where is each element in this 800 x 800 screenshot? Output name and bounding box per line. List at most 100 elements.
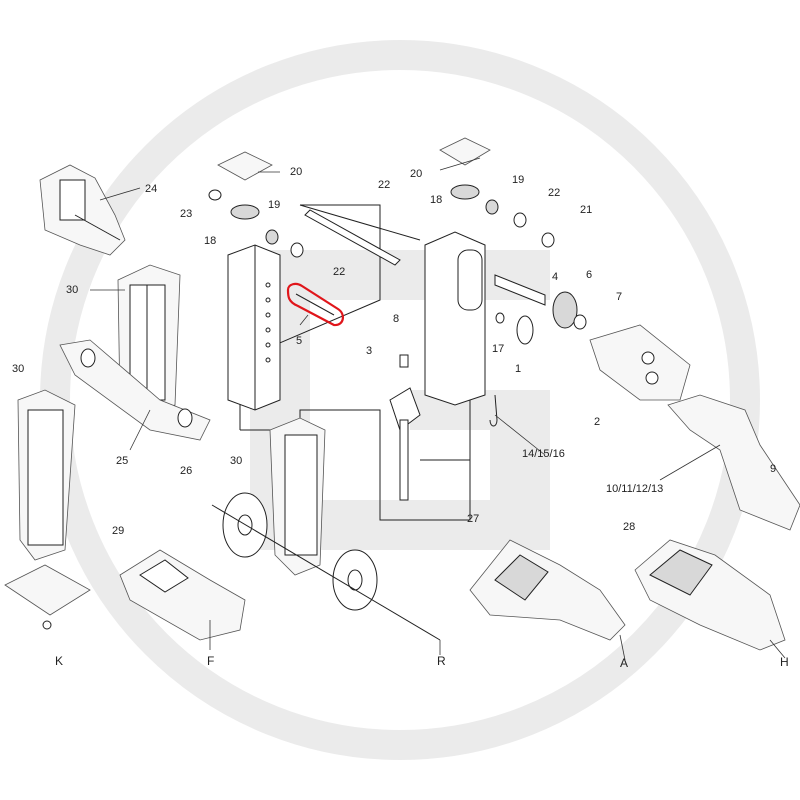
- label-20-right: 20: [410, 168, 422, 180]
- label-22-a: 22: [378, 179, 390, 191]
- label-7: 7: [616, 291, 622, 303]
- leader-A: [619, 634, 626, 661]
- label-K: K: [55, 654, 63, 668]
- hole: [265, 342, 271, 348]
- label-5: 5: [296, 335, 302, 347]
- bearing-18-left: [230, 204, 260, 220]
- label-23: 23: [180, 208, 192, 220]
- plate-k-bolt: [42, 620, 52, 630]
- plate-20-right: [439, 137, 491, 166]
- axle-9-outline: [667, 394, 800, 531]
- label-30-b: 30: [12, 363, 24, 375]
- label-22-c: 22: [333, 266, 345, 278]
- label-A: A: [620, 656, 628, 670]
- label-30-a: 30: [66, 284, 78, 296]
- column-c-body: [284, 434, 318, 556]
- label-17: 17: [492, 343, 504, 355]
- flange-plate-outline: [589, 324, 691, 401]
- label-R: R: [437, 654, 446, 668]
- column-b-body: [27, 409, 64, 546]
- wheels-26: [211, 492, 441, 641]
- axle-25-end-left: [80, 348, 96, 368]
- leader-20b: [439, 157, 481, 171]
- gear-1: [516, 315, 534, 345]
- label-10-11-12-13: 10/11/12/13: [606, 483, 663, 495]
- part-labels: 20 20 19 19 22 22 22 23 18 18 21 24 30 3…: [12, 166, 789, 670]
- part-25-axle: [59, 339, 211, 441]
- leader-25: [129, 409, 151, 451]
- slot-right: [457, 249, 483, 311]
- long-shaft-body: [304, 209, 401, 266]
- leader-lines: [90, 157, 786, 661]
- shaft-4: [494, 274, 546, 306]
- hole: [265, 357, 271, 363]
- label-30-c: 30: [230, 455, 242, 467]
- nut-8: [399, 354, 409, 368]
- label-21: 21: [580, 204, 592, 216]
- axle-9: [667, 394, 800, 531]
- hole: [265, 282, 271, 288]
- plate-k: [4, 564, 91, 616]
- leader-14: [494, 414, 546, 456]
- leader-24: [99, 187, 141, 201]
- nut-23: [208, 189, 222, 201]
- leader-H: [769, 639, 786, 659]
- label-3: 3: [366, 345, 372, 357]
- spindle-3-head: [389, 387, 421, 431]
- label-9: 9: [770, 463, 776, 475]
- bracket-27-body: [494, 554, 549, 601]
- axle-r: [211, 504, 441, 641]
- leader-10: [659, 444, 721, 481]
- part-29-bracket: [119, 549, 246, 641]
- part-30-column-c: [269, 417, 326, 576]
- washer-22-left: [290, 242, 304, 258]
- part-30-column-b: [4, 389, 91, 630]
- washer-21: [541, 232, 555, 248]
- label-24: 24: [145, 183, 157, 195]
- label-8: 8: [393, 313, 399, 325]
- bracket-28-body: [649, 549, 713, 596]
- axle-25-outline: [59, 339, 211, 441]
- spindle-3-shaft: [399, 419, 409, 501]
- label-4: 4: [552, 271, 558, 283]
- main-column-left: [227, 244, 281, 411]
- hole: [265, 297, 271, 303]
- bracket-29-body: [139, 559, 189, 593]
- label-20-left: 20: [290, 166, 302, 178]
- bearings-left: [208, 189, 304, 258]
- long-shaft: [304, 209, 401, 266]
- part-27-bracket: [469, 539, 626, 641]
- axle-25-end-right: [177, 408, 193, 428]
- part-28-bracket: [634, 539, 786, 651]
- label-27: 27: [467, 513, 479, 525]
- bearing-19-right: [485, 199, 499, 215]
- part-5-highlighted: [286, 282, 344, 327]
- gear-6: [552, 291, 578, 329]
- label-19-right: 19: [512, 174, 524, 186]
- label-1: 1: [515, 363, 521, 375]
- part-5-key: [295, 293, 335, 316]
- leader-5: [299, 314, 309, 326]
- label-19-left: 19: [268, 199, 280, 211]
- bearing-18-right: [450, 184, 480, 200]
- flange-hole-2: [645, 371, 659, 385]
- washer-17: [495, 312, 505, 324]
- label-29: 29: [112, 525, 124, 537]
- label-26: 26: [180, 465, 192, 477]
- label-F: F: [207, 654, 214, 668]
- part-24-flange: [59, 179, 86, 221]
- label-6: 6: [586, 269, 592, 281]
- hook-14: [489, 394, 498, 427]
- hole: [265, 312, 271, 318]
- flange-hole-1: [641, 351, 655, 365]
- label-18-left: 18: [204, 235, 216, 247]
- washer-7: [573, 314, 587, 330]
- bracket-27-outline: [469, 539, 626, 641]
- hole: [265, 327, 271, 333]
- spindle-3: [389, 354, 421, 501]
- label-H: H: [780, 655, 789, 669]
- plate-20-left: [217, 151, 273, 181]
- flange-plate-2: [589, 324, 691, 401]
